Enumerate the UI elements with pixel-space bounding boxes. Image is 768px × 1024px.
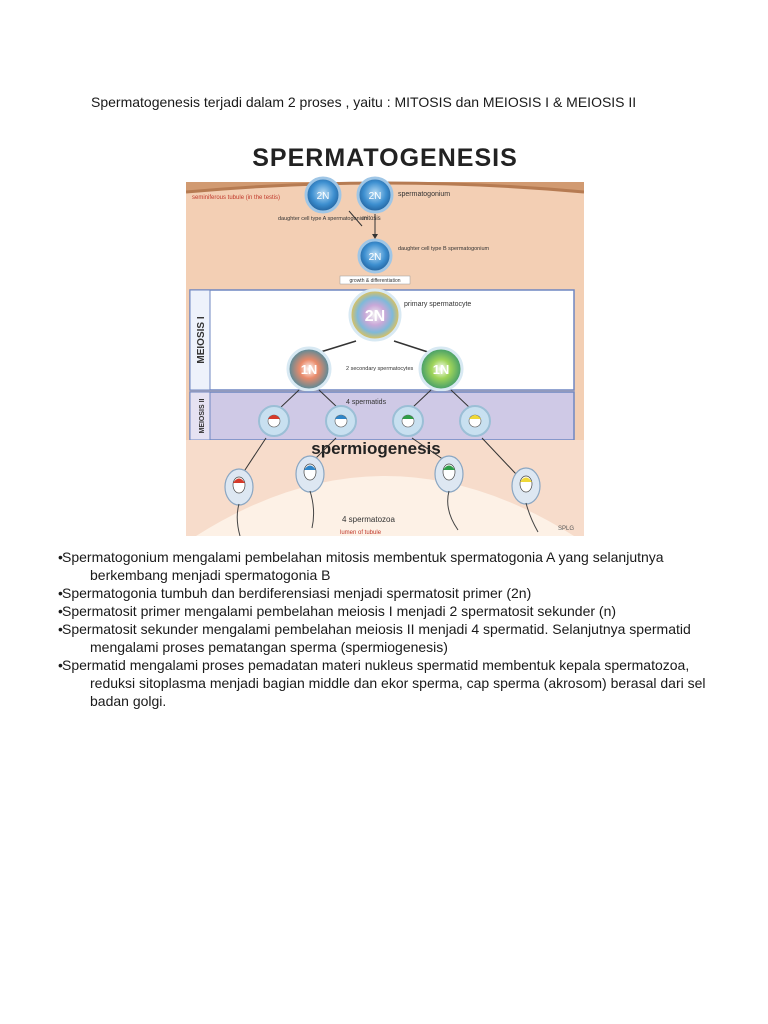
spermatogenesis-figure: SPERMATOGENESIS seminiferous tubule (in … — [186, 138, 584, 536]
spermatozoon-yellow — [511, 467, 541, 533]
spermatid-blue — [325, 405, 357, 437]
bullet-item: •Spermatosit primer mengalami pembelahan… — [58, 602, 708, 620]
secondary-spermatocyte-left — [286, 346, 332, 392]
lumen-label: lumen of tubule — [340, 530, 382, 536]
meiosis-two-label: MEIOSIS II — [199, 398, 206, 433]
growth-label-box — [339, 275, 411, 285]
bullet-text: Spermatogonium mengalami pembelahan mito… — [62, 549, 664, 583]
bullet-marker: • — [58, 603, 63, 619]
mitosis-label: mitosis — [362, 216, 381, 222]
arrow-s3 — [411, 389, 432, 409]
bullet-marker: • — [58, 621, 63, 637]
tubule-label: seminiferous tubule (in the testis) — [192, 195, 280, 201]
bullet-item: •Spermatosit sekunder mengalami pembelah… — [58, 620, 708, 656]
secondary-spermatocyte-label: 2 secondary spermatocytes — [346, 366, 414, 372]
secondary-spermatocyte-right — [418, 346, 464, 392]
spermatozoon-blue — [295, 455, 325, 529]
arrow-mitosis — [348, 210, 363, 227]
bullet-text: Spermatid mengalami proses pemadatan mat… — [62, 657, 706, 709]
spermatids-label: 4 spermatids — [346, 399, 387, 406]
intro-paragraph: Spermatogenesis terjadi dalam 2 proses ,… — [91, 94, 637, 110]
bullet-marker: • — [58, 549, 63, 565]
bullet-marker: • — [58, 657, 63, 673]
bullet-item: •Spermatid mengalami proses pemadatan ma… — [58, 656, 708, 710]
spermiogenesis-label: spermiogenesis — [311, 439, 440, 458]
secondary-left-ploidy: 1N — [301, 362, 318, 377]
secondary-right-ploidy: 1N — [433, 362, 450, 377]
spermatozoon-red — [224, 468, 254, 536]
spermatogonium-b-ploidy: 2N — [369, 252, 382, 263]
spermatogonium-cell — [356, 176, 394, 214]
arrow-s1 — [279, 389, 300, 409]
spermatogonium-a-ploidy: 2N — [317, 191, 330, 202]
spermatozoon-green — [434, 455, 464, 531]
bullet-marker: • — [58, 585, 63, 601]
bullet-list: •Spermatogonium mengalami pembelahan mit… — [58, 548, 708, 710]
primary-spermatocyte-cell — [348, 288, 402, 342]
meiosis-two-box — [189, 391, 575, 441]
arrow-z3 — [411, 437, 445, 461]
spermatid-green — [392, 405, 424, 437]
arrow-s2 — [318, 389, 339, 409]
spermatogonium-b-cell — [357, 238, 393, 274]
primary-spermatocyte-label: primary spermatocyte — [404, 301, 471, 308]
spermatogonium-label: spermatogonium — [398, 191, 450, 198]
bullet-text: Spermatogonia tumbuh dan berdiferensiasi… — [62, 585, 532, 601]
lumen-arc — [196, 476, 574, 536]
spermatid-yellow — [459, 405, 491, 437]
spermatogonium-a-cell — [304, 176, 342, 214]
meiosis-one-side — [189, 289, 211, 391]
bullet-text: Spermatosit sekunder mengalami pembelaha… — [62, 621, 691, 655]
daughter-b-label: daughter cell type B spermatogonium — [398, 246, 490, 252]
bullet-text: Spermatosit primer mengalami pembelahan … — [62, 603, 617, 619]
meiosis-one-label: MEIOSIS I — [196, 316, 207, 363]
bullet-item: •Spermatogonium mengalami pembelahan mit… — [58, 548, 708, 584]
bullet-item: •Spermatogonia tumbuh dan berdiferensias… — [58, 584, 708, 602]
arrow-z4 — [481, 437, 517, 475]
arrow-to-b-head — [372, 234, 378, 239]
spermatid-red — [258, 405, 290, 437]
growth-label: growth & differentiation — [349, 278, 400, 284]
figure-signature: SPLG — [558, 526, 574, 532]
arrow-z1 — [240, 437, 267, 477]
daughter-a-label: daughter cell type A spermatogonium — [278, 216, 369, 222]
primary-spermatocyte-ploidy: 2N — [365, 308, 385, 325]
arrow-s4 — [450, 389, 471, 409]
spermatogonium-ploidy: 2N — [369, 191, 382, 202]
spermatozoa-label: 4 spermatozoa — [342, 515, 395, 524]
arrow-z2 — [313, 437, 337, 461]
figure-title: SPERMATOGENESIS — [252, 144, 518, 172]
title-band — [186, 138, 584, 182]
